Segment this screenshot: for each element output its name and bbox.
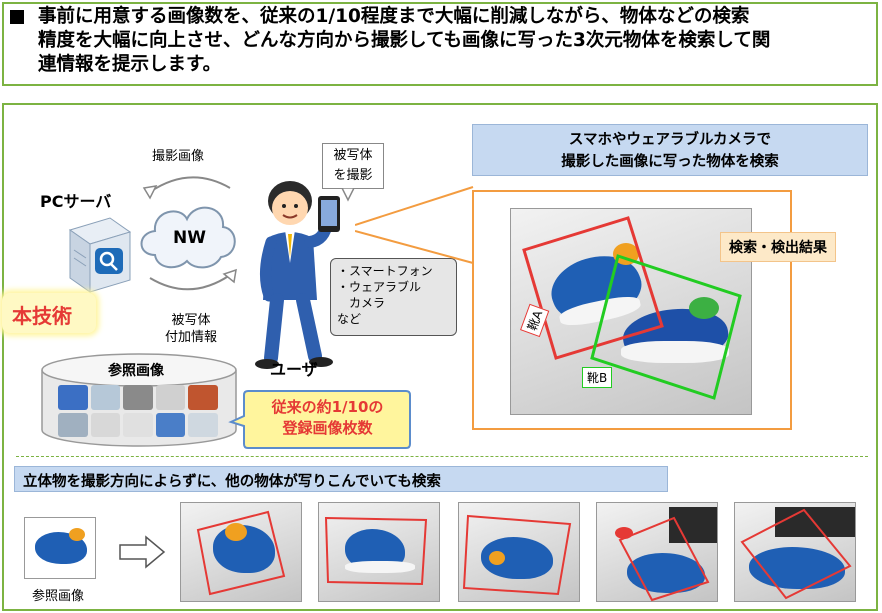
- callout-line-2: 登録画像枚数: [282, 419, 373, 437]
- phone-bubble-line-2: を撮影: [333, 168, 373, 183]
- subject-info-line-1: 被写体: [171, 313, 211, 328]
- header-bullet: [10, 10, 24, 24]
- this-tech-label: 本技術: [12, 304, 72, 328]
- thumb-shoe-1: [58, 385, 88, 410]
- thumb-shoe-3: [123, 385, 153, 410]
- callout-text: 従来の約1/10の 登録画像枚数: [250, 397, 405, 439]
- shoe-b-sole: [621, 341, 729, 363]
- subject-info-label: 被写体 付加情報: [165, 312, 217, 346]
- example-3-toe: [489, 551, 505, 565]
- right-title-line-1: スマホやウェアラブルカメラで: [568, 132, 772, 148]
- phone-bubble-tail: [341, 188, 355, 202]
- thumb-shoe-7: [90, 412, 121, 437]
- header-line-2: 精度を大幅に向上させ、どんな方向から撮影しても画像に写った3次元物体を検索して関: [38, 30, 771, 51]
- thumb-shoe-4: [155, 385, 186, 410]
- right-title-line-2: 撮影した画像に写った物体を検索: [561, 154, 779, 170]
- detection-boxes: [522, 216, 742, 400]
- header-line-3: 連情報を提示します。: [38, 54, 222, 75]
- flow-arrows: [142, 176, 237, 291]
- captured-image-label: 撮影画像: [152, 149, 205, 164]
- example-2-box: [324, 516, 428, 586]
- shoe-b-collar: [689, 297, 719, 319]
- example-5-shoe: [749, 547, 845, 589]
- bottom-ref-label: 参照画像: [32, 589, 85, 604]
- device-item-4: など: [337, 312, 362, 326]
- subject-info-line-2: 付加情報: [165, 330, 218, 345]
- right-arrow-icon: [119, 535, 166, 569]
- thumb-shoe-8: [123, 412, 153, 437]
- user-label: ユーザ: [270, 360, 318, 379]
- example-5-box: [740, 508, 852, 600]
- header-box: [2, 2, 878, 86]
- thumb-shoe-10: [188, 412, 218, 437]
- ref-image-thumbnails: [58, 385, 218, 437]
- device-item-1: ・スマートフォン: [337, 264, 433, 278]
- server-icon: [68, 217, 132, 293]
- nw-label: NW: [173, 228, 206, 248]
- thumb-shoe-9: [155, 412, 186, 437]
- example-1-box: [196, 510, 286, 596]
- callout-shape: [228, 390, 411, 449]
- phone-bubble: 被写体 を撮影: [322, 143, 384, 189]
- example-1-toe: [225, 523, 247, 541]
- search-example-5: [734, 502, 856, 602]
- phone-bubble-line-1: 被写体: [333, 148, 373, 163]
- result-label: 検索・検出結果: [720, 232, 836, 262]
- callout-line-1: 従来の約1/10の: [271, 398, 384, 416]
- bottom-ref-shoe-toe: [69, 528, 85, 541]
- right-title: スマホやウェアラブルカメラで 撮影した画像に写った物体を検索: [472, 124, 868, 176]
- divider: [16, 456, 868, 457]
- device-item-3: カメラ: [337, 296, 386, 310]
- header-line-1: 事前に用意する画像数を、従来の1/10程度まで大幅に削減しながら、物体などの検索: [38, 6, 750, 27]
- reference-db-cylinder: [41, 353, 237, 447]
- header-text: 事前に用意する画像数を、従来の1/10程度まで大幅に削減しながら、物体などの検索…: [38, 5, 868, 77]
- ref-images-label: 参照画像: [108, 363, 164, 379]
- thumb-shoe-2: [90, 385, 121, 410]
- bottom-title: 立体物を撮影方向によらずに、他の物体が写りこんでいても検索: [14, 466, 668, 492]
- user-figure-icon: [255, 181, 340, 369]
- search-example-3: [458, 502, 580, 602]
- this-tech-badge: [2, 293, 96, 333]
- thumb-shoe-6: [58, 412, 88, 437]
- shoe-b-label: 靴B: [582, 367, 613, 388]
- pc-server-label: PCサーバ: [40, 192, 112, 211]
- example-3-box: [462, 514, 572, 596]
- example-2-sole: [345, 561, 415, 573]
- zoom-connector: [355, 186, 474, 264]
- example-4-box: [618, 516, 710, 602]
- bottom-ref-image: [24, 517, 96, 579]
- device-item-2: ・ウェアラブル: [337, 280, 422, 294]
- network-cloud-icon: [140, 206, 236, 269]
- device-list-box: ・スマートフォン ・ウェアラブル カメラ など: [330, 258, 457, 336]
- thumb-shoe-5: [188, 385, 218, 410]
